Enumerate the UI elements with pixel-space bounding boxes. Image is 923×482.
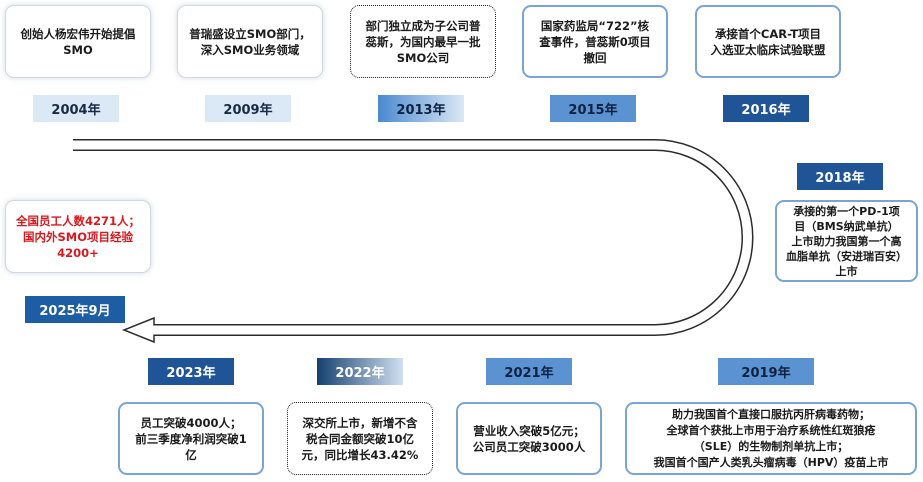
event-2016: 承接首个CAR-T项目 入选亚太临床试验联盟 [695,5,841,78]
event-2023: 员工突破4000人； 前三季度净利润突破1 亿 [118,402,264,475]
year-badge-2021: 2021年 [486,358,572,385]
year-badge-2023: 2023年 [148,358,234,385]
event-text: 助力我国首个直接口服抗丙肝病毒药物； 全球首个获批上市用于治疗系统性红斑狼疮 （… [653,407,889,469]
event-text: 部门独立成为子公司普 蕊斯，为国内最早一批 SMO公司 [365,18,481,65]
event-text: 深交所上市，新增不含 税合同金额突破10亿 元，同比增长43.42% [301,415,419,462]
event-2021: 营业收入突破5亿元； 公司员工突破3000人 [456,402,602,475]
event-text: 国家药监局“722”核 查事件，普蕊斯0项目 撤回 [539,18,651,65]
year-badge-2004: 2004年 [33,95,119,122]
event-text: 创始人杨宏伟开始提倡 SMO [20,26,136,57]
year-badge-2013: 2013年 [378,95,464,122]
event-2025-09: 全国员工人数4271人； 国内外SMO项目经验 4200+ [5,200,151,273]
event-2019: 助力我国首个直接口服抗丙肝病毒药物； 全球首个获批上市用于治疗系统性红斑狼疮 （… [625,402,917,475]
year-badge-2022: 2022年 [317,358,403,385]
event-2013: 部门独立成为子公司普 蕊斯，为国内最早一批 SMO公司 [350,5,496,78]
event-2015: 国家药监局“722”核 查事件，普蕊斯0项目 撤回 [522,5,668,78]
event-text: 员工突破4000人； 前三季度净利润突破1 亿 [135,415,247,462]
arrow-head [121,316,155,344]
event-text: 全国员工人数4271人； 国内外SMO项目经验 4200+ [15,213,140,260]
event-2018: 承接的第一个PD-1项 目（BMS纳武单抗） 上市助力我国第一个高 血脂单抗（安… [775,200,918,282]
event-text: 营业收入突破5亿元； 公司员工突破3000人 [472,423,586,454]
year-badge-2009: 2009年 [205,95,291,122]
event-2022: 深交所上市，新增不含 税合同金额突破10亿 元，同比增长43.42% [287,402,433,475]
event-text: 普瑞盛设立SMO部门， 深入SMO业务领域 [189,26,311,57]
event-text: 承接的第一个PD-1项 目（BMS纳武单抗） 上市助力我国第一个高 血脂单抗（安… [786,204,907,278]
year-badge-2025-09: 2025年9月 [25,296,125,323]
event-text: 承接首个CAR-T项目 入选亚太临床试验联盟 [710,26,826,57]
year-badge-2018: 2018年 [797,163,883,190]
event-2009: 普瑞盛设立SMO部门， 深入SMO业务领域 [177,5,323,78]
event-2004: 创始人杨宏伟开始提倡 SMO [5,5,151,78]
year-badge-2019: 2019年 [718,358,814,385]
year-badge-2016: 2016年 [723,95,809,122]
year-badge-2015: 2015年 [550,95,636,122]
